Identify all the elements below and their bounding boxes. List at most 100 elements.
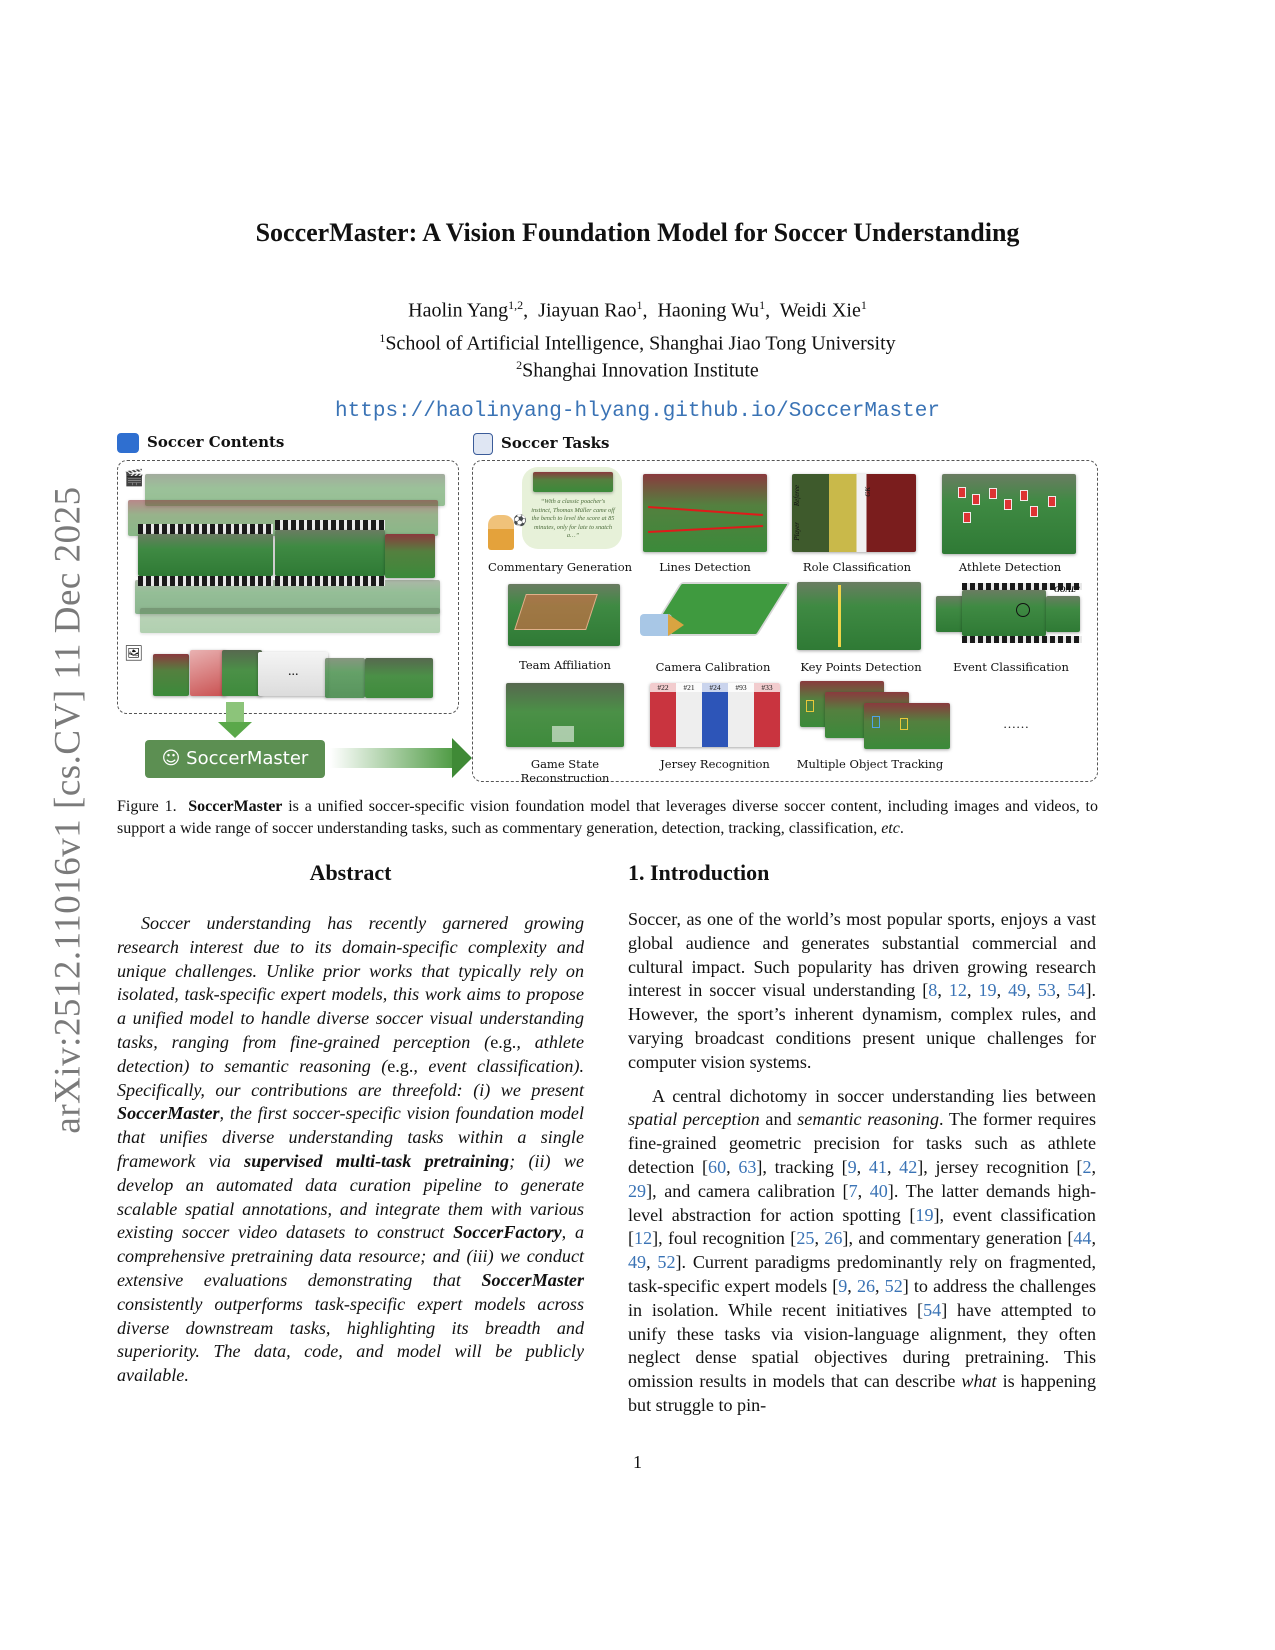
film-strip-border: [138, 524, 273, 534]
team-region-overlay: [514, 594, 598, 630]
author-affiliation-mark: 1: [636, 298, 643, 312]
citation-link[interactable]: 25: [796, 1228, 815, 1249]
film-strip-border: [962, 636, 1082, 643]
citation-link[interactable]: 52: [657, 1252, 676, 1273]
camera-lens-icon: [668, 614, 684, 636]
film-clapper-icon: 🎬: [124, 470, 144, 487]
author-name: Jiayuan Rao: [538, 299, 637, 322]
author-affiliation-mark: 1: [759, 298, 766, 312]
citation-link[interactable]: 9: [838, 1275, 848, 1296]
image-thumbnail: [222, 650, 262, 696]
citation-link[interactable]: 52: [884, 1275, 903, 1296]
track-bbox: [900, 718, 908, 730]
page-number: 1: [633, 1452, 642, 1472]
image-icon: 🖼: [124, 646, 144, 662]
citation-link[interactable]: 63: [738, 1156, 757, 1177]
athlete-bbox: [1020, 490, 1028, 501]
role-label: Referee: [793, 485, 801, 507]
athlete-bbox: [958, 487, 966, 498]
right-arrow-icon: [452, 738, 472, 778]
athlete-bbox: [1048, 496, 1056, 507]
citation-link[interactable]: 9: [847, 1156, 857, 1177]
role-classification-image: [792, 474, 916, 552]
film-strip-border: [275, 576, 385, 586]
video-frame: [140, 608, 440, 633]
citation-link[interactable]: 41: [868, 1156, 887, 1177]
citation-link[interactable]: 12: [948, 980, 967, 1001]
paper-title: SoccerMaster: A Vision Foundation Model …: [255, 218, 1020, 247]
citation-link[interactable]: 60: [708, 1156, 727, 1177]
citation-link[interactable]: 26: [824, 1228, 843, 1249]
citation-link[interactable]: 19: [915, 1204, 934, 1225]
soccermaster-model-block: ☺ SoccerMaster: [145, 740, 325, 778]
soccer-tasks-heading: Soccer Tasks: [473, 433, 610, 455]
soccer-tasks-panel: [472, 460, 1098, 782]
citation-link[interactable]: 26: [856, 1275, 876, 1296]
jersey-number: #24: [709, 683, 721, 692]
key-point-line: [838, 585, 841, 647]
ball-marker: [1016, 603, 1030, 617]
film-strip-border: [138, 576, 273, 586]
citation-link[interactable]: 49: [628, 1252, 647, 1273]
task-label: Game State Reconstruction: [520, 757, 610, 785]
task-label: Multiple Object Tracking: [796, 757, 944, 771]
citation-link[interactable]: 7: [848, 1180, 858, 1201]
citation-link[interactable]: 8: [928, 980, 938, 1001]
athlete-bbox: [1030, 506, 1038, 517]
abstract-heading: Abstract: [309, 860, 392, 885]
task-label: Commentary Generation: [487, 560, 633, 574]
video-frame-celebration: [385, 534, 435, 578]
author-affiliation-mark: 1,2: [508, 298, 524, 312]
citation-link[interactable]: 53: [1037, 980, 1056, 1001]
figure-caption: Figure 1. SoccerMaster is a unified socc…: [117, 798, 1099, 837]
image-thumbnail: [190, 650, 226, 696]
image-thumbnail: [365, 658, 433, 698]
author-name: Weidi Xie: [779, 299, 861, 322]
task-label: Role Classification: [802, 560, 912, 574]
brain-icon: ☺: [161, 748, 181, 769]
arxiv-identifier-stamp: arXiv:2512.11016v1 [cs.CV] 11 Dec 2025: [47, 486, 89, 1134]
jersey-recognition-image: [650, 683, 780, 747]
citation-link[interactable]: 49: [1008, 980, 1027, 1001]
film-strip-border: [962, 583, 1082, 590]
affiliation-2: 2Shanghai Innovation Institute: [516, 358, 759, 382]
intro-paragraph-1: Soccer, as one of the world’s most popul…: [628, 909, 1097, 1072]
task-label: Athlete Detection: [958, 560, 1062, 574]
citation-link[interactable]: 42: [899, 1156, 918, 1177]
task-label: Lines Detection: [659, 560, 751, 574]
soccer-ball-icon: ⚽: [513, 515, 527, 527]
role-label: GK: [864, 487, 872, 497]
project-url-link[interactable]: https://haolinyang-hlyang.github.io/Socc…: [335, 400, 940, 423]
jersey-number: #93: [735, 683, 747, 692]
soccer-contents-heading: Soccer Contents: [117, 433, 284, 453]
goal-annotation: “GOAL”: [1050, 585, 1080, 594]
citation-link[interactable]: 2: [1082, 1156, 1092, 1177]
right-arrow-shaft: [330, 748, 455, 768]
author-name: Haoning Wu: [657, 299, 760, 322]
jersey-number: #33: [761, 683, 773, 692]
author-name: Haolin Yang: [408, 299, 509, 322]
athlete-bbox: [989, 488, 997, 499]
video-frame-center: [138, 534, 273, 576]
jersey-number-row: #22 #21 #24 #93 #33: [650, 683, 780, 692]
citation-link[interactable]: 29: [628, 1180, 647, 1201]
citation-link[interactable]: 54: [1067, 980, 1086, 1001]
more-images-ellipsis: ...: [288, 664, 299, 679]
citation-link[interactable]: 40: [869, 1180, 888, 1201]
task-label: Event Classification: [953, 660, 1069, 674]
citation-link[interactable]: 12: [634, 1228, 653, 1249]
athlete-bbox: [963, 512, 971, 523]
down-arrow-icon: [218, 722, 252, 738]
down-arrow-shaft: [226, 702, 244, 724]
task-label: Key Points Detection: [800, 660, 922, 674]
affiliation-1: 1School of Artificial Intelligence, Shan…: [379, 331, 896, 355]
task-label: Team Affiliation: [519, 658, 611, 672]
citation-link[interactable]: 19: [978, 980, 997, 1001]
image-thumbnail: [325, 658, 365, 698]
film-strip-border: [275, 520, 385, 530]
athlete-bbox: [972, 494, 980, 505]
citation-link[interactable]: 54: [923, 1299, 942, 1320]
citation-link[interactable]: 44: [1073, 1228, 1092, 1249]
track-bbox: [872, 716, 880, 728]
intro-paragraph-2: A central dichotomy in soccer understand…: [628, 1085, 1097, 1415]
